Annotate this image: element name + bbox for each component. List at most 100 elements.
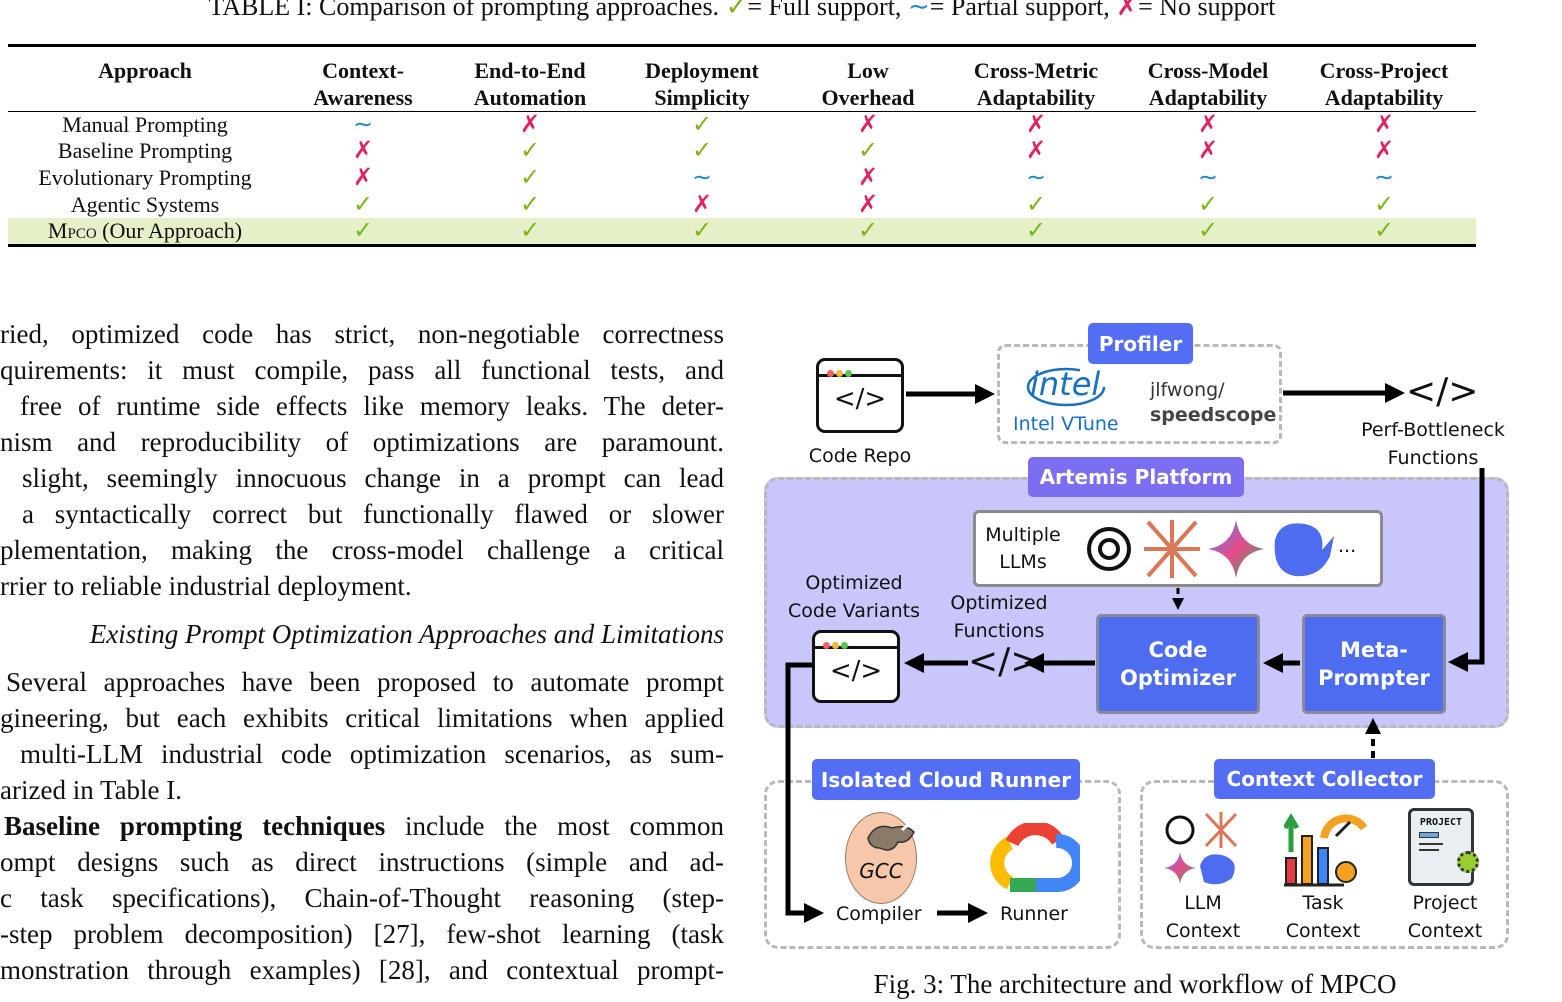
support-mark: ✓ — [519, 138, 541, 165]
text-line: monstration through examples) [28], and … — [0, 955, 724, 985]
figure-caption: Fig. 3: The architecture and workflow of… — [873, 969, 1397, 999]
support-mark: ✓ — [1025, 191, 1047, 218]
body-text-column: ried, optimized code has strict, non-neg… — [0, 316, 724, 988]
code-variants-icon: </> — [812, 630, 900, 703]
support-mark: ✓ — [857, 138, 879, 165]
code-repo-icon: </> — [816, 358, 904, 433]
text-line: gineering, but each exhibits critical li… — [0, 703, 724, 733]
table-row: Baseline Prompting✗✓✓✓✗✗✗ — [8, 138, 1476, 165]
text-span: include the most common — [385, 811, 724, 841]
intel-logo: intel — [1030, 365, 1101, 403]
runner-label: Runner — [1000, 903, 1068, 925]
section-heading: Existing Prompt Optimization Approaches … — [89, 619, 724, 649]
speedscope-user: jlfwong/ — [1150, 379, 1225, 401]
support-mark: ✓ — [1124, 217, 1292, 246]
more-llms-ellipsis: ... — [1338, 535, 1357, 557]
support-mark: ✓ — [519, 164, 541, 191]
support-mark: ✓ — [616, 217, 788, 246]
cloud-runner-label: Isolated Cloud Runner — [812, 759, 1080, 800]
table-row: Mpco (Our Approach)✓✓✓✓✓✓✓ — [8, 217, 1476, 246]
table-caption: TABLE I: Comparison of prompting approac… — [208, 0, 1276, 21]
support-mark: ✓ — [282, 217, 444, 246]
task-metrics-icon — [1284, 813, 1368, 887]
support-mark: ✗ — [857, 191, 879, 218]
support-mark: ∼ — [352, 112, 374, 139]
approach-cell: Manual Prompting — [62, 112, 228, 138]
approach-cell: Baseline Prompting — [57, 138, 233, 164]
table-row: Evolutionary Prompting ✗ ✓ ∼ ✗ ∼ ∼ ∼ — [8, 165, 1476, 192]
text-line: slight, seemingly innocuous change in a … — [22, 463, 724, 493]
paragraph-1: ried, optimized code has strict, non-neg… — [0, 316, 724, 604]
deepseek-logo-icon — [1274, 523, 1334, 577]
openai-logo-icon — [1087, 527, 1131, 571]
column-header: Approach — [98, 58, 192, 83]
intel-vtune-label: Intel VTune — [1013, 413, 1119, 435]
google-cloud-icon — [990, 823, 1080, 892]
project-doc-icon: PROJECT — [1408, 808, 1479, 886]
compiler-label: Compiler — [836, 903, 922, 925]
support-mark: ✓ — [1292, 217, 1476, 246]
approach-cell: Evolutionary Prompting — [38, 164, 252, 190]
artemis-platform-label: Artemis Platform — [1028, 457, 1244, 497]
gemini-logo-icon — [1208, 520, 1264, 578]
text-line: quirements: it must compile, pass all fu… — [0, 355, 724, 385]
text-line: a syntactically correct but functionally… — [22, 499, 724, 529]
paragraph-3-line: Baseline prompting techniques include th… — [0, 808, 724, 844]
claude-logo-icon — [1144, 520, 1200, 578]
support-mark: ∼ — [691, 164, 713, 191]
support-mark: ✗ — [691, 191, 713, 218]
support-mark: ✗ — [352, 138, 374, 165]
text-line: plementation, making the cross-model cha… — [0, 535, 724, 565]
text-line: arized in Table I. — [0, 775, 183, 805]
support-mark: ✗ — [857, 112, 879, 139]
support-mark: ✗ — [519, 112, 541, 139]
support-mark: ✗ — [352, 164, 374, 191]
support-mark: ✓ — [788, 217, 948, 246]
support-mark: ✓ — [1197, 191, 1219, 218]
intel-swoosh-icon — [1026, 367, 1106, 407]
text-line: c task specifications), Chain-of-Thought… — [0, 883, 724, 913]
support-mark: ✓ — [691, 112, 713, 139]
gnu-head-icon — [867, 822, 920, 851]
support-mark: ✓ — [444, 217, 616, 246]
text-line: multi-LLM industrial code optimization s… — [20, 739, 724, 769]
text-line: rrier to reliable industrial deployment. — [0, 571, 412, 601]
paragraph-2: Several approaches have been proposed to… — [0, 664, 724, 808]
support-mark: ∼ — [1373, 164, 1395, 191]
support-mark: ✓ — [691, 138, 713, 165]
support-mark: ∼ — [1197, 164, 1219, 191]
table-row: Agentic Systems ✓ ✓ ✗ ✗ ✓ ✓ ✓ — [8, 191, 1476, 218]
text-line: nism and reproducibility of optimization… — [0, 427, 724, 457]
support-mark: ✓ — [352, 191, 374, 218]
support-mark: ∼ — [1025, 164, 1047, 191]
text-line: free of runtime side effects like memory… — [20, 391, 724, 421]
paragraph-3: Baseline prompting techniques include th… — [0, 808, 724, 988]
llm-context-logos-icon — [1164, 812, 1238, 885]
support-mark: ✗ — [1197, 138, 1219, 165]
text-line: ried, optimized code has strict, non-neg… — [0, 319, 724, 349]
support-mark: ✗ — [1025, 112, 1047, 139]
support-mark: ✗ — [1025, 138, 1047, 165]
support-mark: ✓ — [1373, 191, 1395, 218]
speedscope-label: speedscope — [1150, 404, 1277, 426]
approach-cell: Agentic Systems — [70, 191, 220, 217]
support-mark: ✓ — [519, 191, 541, 218]
text-line: Several approaches have been proposed to… — [6, 667, 724, 697]
gcc-label: GCC — [859, 859, 903, 883]
support-mark: ✗ — [857, 164, 879, 191]
support-mark: ✓ — [948, 217, 1124, 246]
